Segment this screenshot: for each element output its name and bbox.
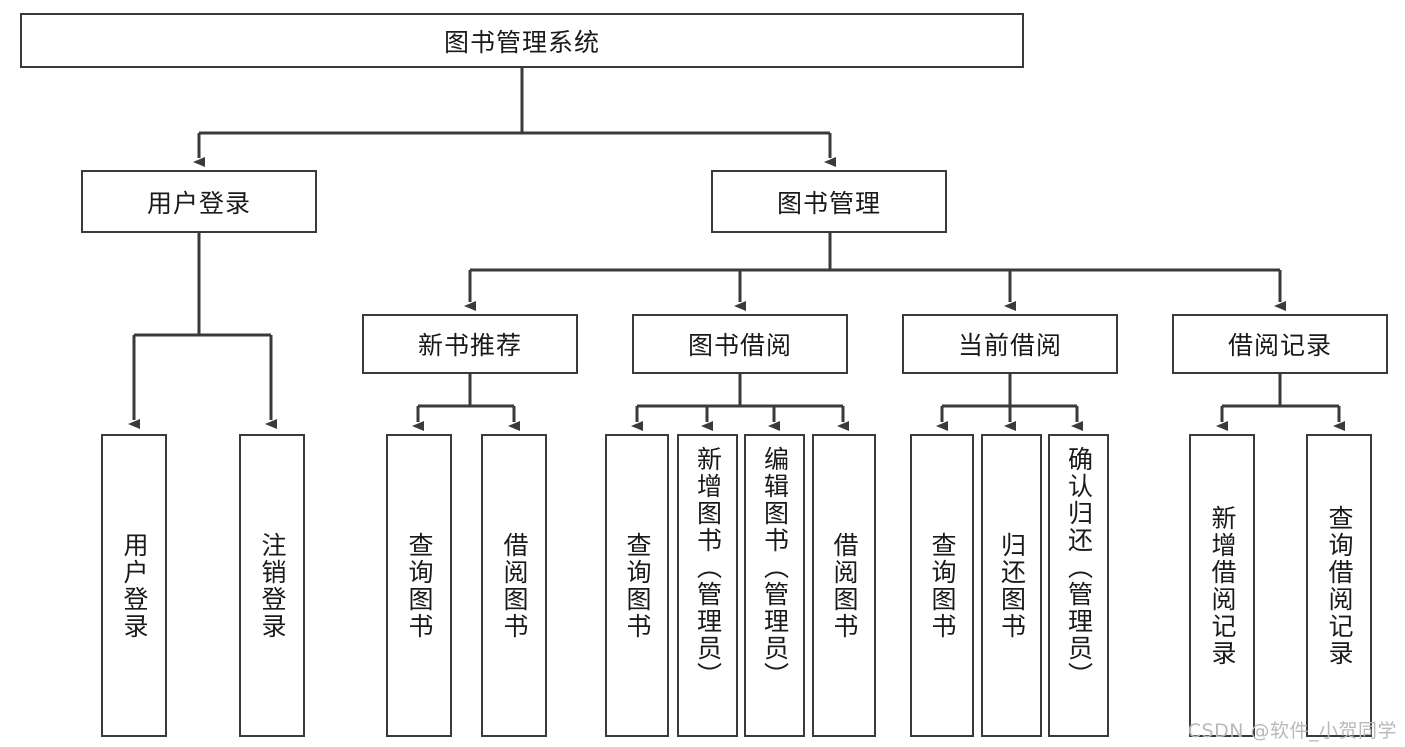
node-leaf-query-borrow-record[interactable]: 查询借阅记录	[1306, 434, 1372, 737]
node-leaf-add-book-admin[interactable]: 新增图书（管理员）	[677, 434, 738, 737]
node-leaf-user-login[interactable]: 用户登录	[101, 434, 167, 737]
node-label: 图书管理系统	[443, 27, 600, 57]
node-label: 当前借阅	[957, 331, 1062, 360]
node-current-borrow[interactable]: 当前借阅	[902, 314, 1118, 374]
node-root-book-management-system[interactable]: 图书管理系统	[20, 13, 1024, 68]
node-label: 查询借阅记录	[1325, 504, 1354, 667]
node-leaf-add-borrow-record[interactable]: 新增借阅记录	[1189, 434, 1255, 737]
node-user-login[interactable]: 用户登录	[81, 170, 317, 233]
node-label: 查询图书	[928, 531, 957, 640]
node-label: 图书借阅	[687, 331, 792, 360]
node-leaf-borrow-book-borrow[interactable]: 借阅图书	[812, 434, 876, 737]
node-leaf-query-book-recommend[interactable]: 查询图书	[386, 434, 452, 737]
node-leaf-query-book-borrow[interactable]: 查询图书	[605, 434, 669, 737]
node-leaf-edit-book-admin[interactable]: 编辑图书（管理员）	[744, 434, 805, 737]
node-label: 图书管理	[776, 188, 881, 218]
node-label: 确认归还（管理员）	[1064, 446, 1094, 689]
node-label: 新书推荐	[417, 331, 522, 360]
node-leaf-return-book[interactable]: 归还图书	[981, 434, 1042, 737]
node-label: 查询图书	[623, 531, 652, 640]
node-label: 注销登录	[258, 531, 287, 640]
node-label: 用户登录	[120, 531, 149, 640]
node-leaf-confirm-return-admin[interactable]: 确认归还（管理员）	[1048, 434, 1109, 737]
node-borrow-record[interactable]: 借阅记录	[1172, 314, 1388, 374]
node-label: 借阅记录	[1227, 331, 1332, 360]
node-label: 借阅图书	[500, 531, 529, 640]
node-label: 归还图书	[997, 531, 1027, 640]
node-new-book-recommend[interactable]: 新书推荐	[362, 314, 578, 374]
node-book-borrow[interactable]: 图书借阅	[632, 314, 848, 374]
node-label: 借阅图书	[830, 531, 859, 640]
node-label: 用户登录	[146, 188, 251, 218]
node-label: 编辑图书（管理员）	[760, 446, 790, 689]
node-leaf-borrow-book-recommend[interactable]: 借阅图书	[481, 434, 547, 737]
node-leaf-query-book-current[interactable]: 查询图书	[910, 434, 974, 737]
node-label: 新增借阅记录	[1208, 504, 1237, 667]
node-label: 查询图书	[405, 531, 434, 640]
watermark: CSDN @软件_小贺同学	[1187, 720, 1397, 742]
node-book-management[interactable]: 图书管理	[711, 170, 947, 233]
node-label: 新增图书（管理员）	[693, 446, 723, 689]
node-leaf-logout[interactable]: 注销登录	[239, 434, 305, 737]
